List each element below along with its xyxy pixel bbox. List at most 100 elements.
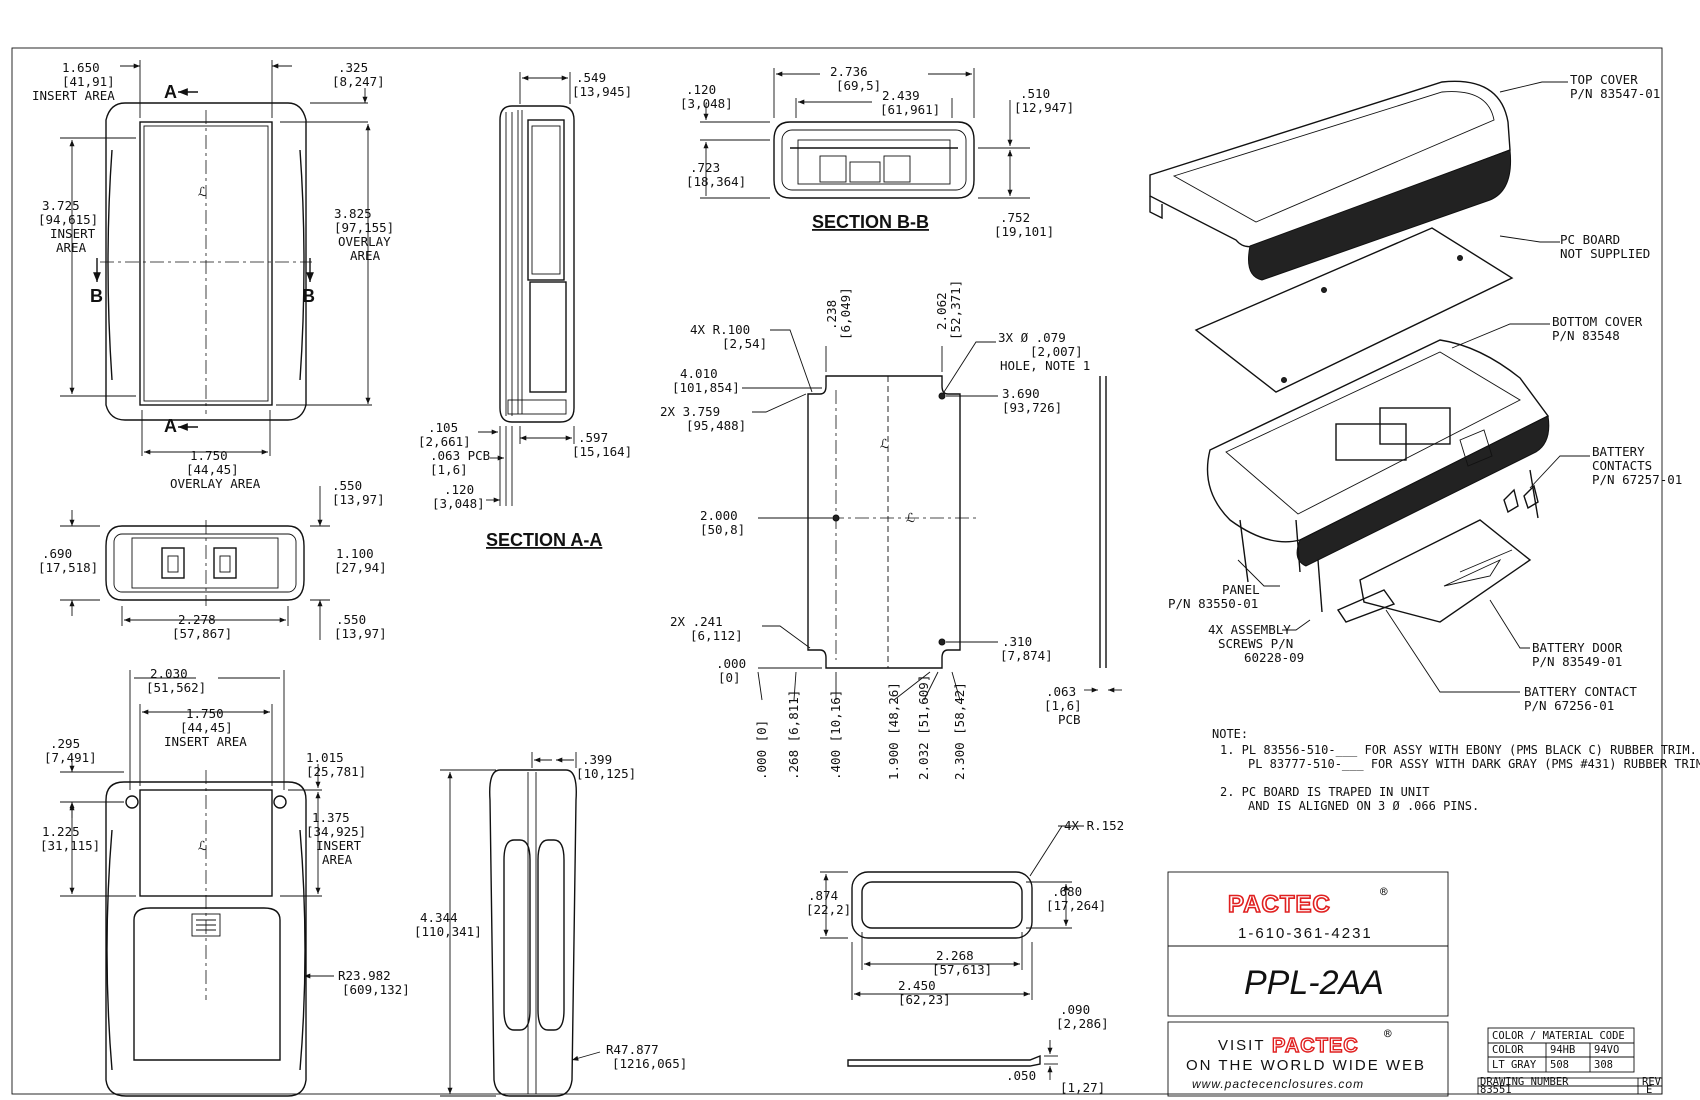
note-1b: PL 83777-510-___ FOR ASSY WITH DARK GRAY… xyxy=(1248,757,1700,771)
pcb-bottom-leader xyxy=(923,671,939,701)
rev-label: REV xyxy=(1642,1076,1662,1088)
color-material-header: COLOR / MATERIAL CODE xyxy=(1492,1030,1625,1042)
drawing-number-label: DRAWING NUMBER xyxy=(1480,1076,1569,1088)
section-bb-view: 2.736 [69,5] 2.439 [61,961] .120 [3,048]… xyxy=(680,64,1074,239)
saa-120-dim: .120 xyxy=(444,482,474,497)
registered-mark: ® xyxy=(1380,884,1388,899)
color-row2-col1: LT GRAY xyxy=(1492,1059,1537,1071)
front-view: ℒ A A B B 1.650 [41,91] INSERT AREA .325… xyxy=(32,60,394,491)
saa-105-dim: .105 xyxy=(428,420,458,435)
end-width-dim: 2.278 xyxy=(178,612,216,627)
panel-2268-dim-metric: [57,613] xyxy=(932,962,992,977)
pcb-radius-dim: 4X R.100 xyxy=(690,322,750,337)
insert-width-dim-metric: [41,91] xyxy=(62,74,115,89)
overlay-height-caption-1: OVERLAY xyxy=(338,234,391,249)
end-right-dim-metric: [27,94] xyxy=(334,560,387,575)
battery-contact-label: BATTERY CONTACT xyxy=(1524,684,1637,699)
saa-pcb-dim-metric: [1,6] xyxy=(430,462,468,477)
screws-label-2: SCREWS P/N xyxy=(1218,636,1293,651)
section-aa-title: SECTION A-A xyxy=(486,530,602,550)
pcb-centerline-mid: ℒ xyxy=(906,510,915,525)
www-caption: ON THE WORLD WIDE WEB xyxy=(1186,1057,1426,1074)
top-right-dim: .325 xyxy=(338,60,368,75)
battery-door-pn: P/N 83549-01 xyxy=(1532,654,1622,669)
phone-number: 1-610-361-4231 xyxy=(1238,925,1373,942)
back-insert-width-dim-metric: [44,45] xyxy=(180,720,233,735)
pcb-bottom-dim: 1.900 [48,26] xyxy=(886,682,901,780)
panel-radius-dim: 4X R.152 xyxy=(1064,818,1124,833)
panel-view: 4X R.152 .874 [22,2] .680 [17,264] 2.268… xyxy=(806,818,1124,1095)
panel-pn: P/N 83550-01 xyxy=(1168,596,1258,611)
pcb-centerline-top: ℒ xyxy=(880,436,889,451)
pcb-2000-dim: 2.000 xyxy=(700,508,738,523)
top-cover-pn: P/N 83547-01 xyxy=(1570,86,1660,101)
note-2b: AND IS ALIGNED ON 3 Ø .066 PINS. xyxy=(1248,799,1479,813)
back-right-top-dim: 1.015 xyxy=(306,750,344,765)
saa-top-dim-metric: [13,945] xyxy=(572,84,632,99)
pcb-000-dim: .000 xyxy=(716,656,746,671)
battery-contacts-label-2: CONTACTS xyxy=(1592,458,1652,473)
pcb-bottom-leader xyxy=(757,671,763,701)
sbb-723-dim: .723 xyxy=(690,160,720,175)
pcb-top-a-dim: .238 xyxy=(824,300,839,330)
end-height-dim: .690 xyxy=(42,546,72,561)
section-aa-view: .549 [13,945] .105 [2,661] .063 PCB [1,6… xyxy=(418,70,632,550)
back-insert-height-dim: 1.375 xyxy=(312,810,350,825)
sbb-width-dim-metric: [69,5] xyxy=(836,78,881,93)
panel-2450-dim-metric: [62,23] xyxy=(898,992,951,1007)
side-top-dim: .399 xyxy=(582,752,612,767)
pcb-3759-dim-metric: [95,488] xyxy=(686,418,746,433)
centerline-mark: ℒ xyxy=(198,184,207,199)
back-radius-dim-metric: [609,132] xyxy=(342,982,410,997)
insert-height-caption-1: INSERT xyxy=(50,226,96,241)
exploded-assembly-view: TOP COVER P/N 83547-01 PC BOARD NOT SUPP… xyxy=(1149,72,1682,713)
section-b-left-label: B xyxy=(90,286,103,306)
saa-105-dim-metric: [2,661] xyxy=(418,434,471,449)
pcb-3690-dim: 3.690 xyxy=(1002,386,1040,401)
battery-contacts-label: BATTERY xyxy=(1592,444,1645,459)
panel-874-dim: .874 xyxy=(808,888,838,903)
panel-2450-dim: 2.450 xyxy=(898,978,936,993)
pcb-310-dim: .310 xyxy=(1002,634,1032,649)
section-b-right-label: B xyxy=(302,286,315,306)
sbb-510-dim-metric: [12,947] xyxy=(1014,100,1074,115)
saa-597-dim: .597 xyxy=(578,430,608,445)
pcb-hole-dim-metric: [2,007] xyxy=(1030,344,1083,359)
panel-874-dim-metric: [22,2] xyxy=(806,902,851,917)
pcb-thickness-dim-metric: [1,6] xyxy=(1044,698,1082,713)
back-left-top-dim-metric: [7,491] xyxy=(44,750,97,765)
overlay-height-dim: 3.825 xyxy=(334,206,372,221)
back-left-mid-dim: 1.225 xyxy=(42,824,80,839)
insert-width-caption: INSERT AREA xyxy=(32,88,115,103)
insert-height-dim-metric: [94,615] xyxy=(38,212,98,227)
pcb-top-a-dim-metric: [6,049] xyxy=(838,287,853,340)
pactec-logo-text: PACTEC xyxy=(1228,891,1331,918)
side-radius-dim: R47.877 xyxy=(606,1042,659,1057)
pcb-bottom-leader xyxy=(893,671,931,701)
pcb-bottom-dim: .268 [6,811] xyxy=(786,690,801,780)
side-view: .399 [10,125] 4.344 [110,341] R47.877 [1… xyxy=(414,752,687,1097)
saa-120-dim-metric: [3,048] xyxy=(432,496,485,511)
pcb-hole-dim: 3X Ø .079 xyxy=(998,330,1066,345)
back-width-dim-metric: [51,562] xyxy=(146,680,206,695)
panel-090-dim: .090 xyxy=(1060,1002,1090,1017)
pcb-bottom-leader xyxy=(951,671,961,701)
overlay-width-caption: OVERLAY AREA xyxy=(170,476,261,491)
back-insert-width-caption: INSERT AREA xyxy=(164,734,247,749)
back-view: ℒ 2.030 [51,562] 1.750 [44,45] INSERT AR… xyxy=(40,666,410,1097)
pactec-logo-small: PACTEC xyxy=(1272,1035,1359,1057)
website-url[interactable]: www.pactecenclosures.com xyxy=(1192,1077,1364,1091)
color-row1-col2: 94HB xyxy=(1550,1044,1575,1056)
insert-height-caption-2: AREA xyxy=(56,240,87,255)
back-insert-height-caption-2: AREA xyxy=(322,852,353,867)
insert-height-dim: 3.725 xyxy=(42,198,80,213)
notes-title: NOTE: xyxy=(1212,727,1248,741)
panel-680-dim-metric: [17,264] xyxy=(1046,898,1106,913)
panel-050-dim-metric-spacer: [1,27] xyxy=(1060,1080,1105,1095)
panel-680-dim: .680 xyxy=(1052,884,1082,899)
saa-597-dim-metric: [15,164] xyxy=(572,444,632,459)
sbb-723-dim-metric: [18,364] xyxy=(686,174,746,189)
screws-label: 4X ASSEMBLY xyxy=(1208,622,1291,637)
note-2a: 2. PC BOARD IS TRAPED IN UNIT xyxy=(1220,785,1430,799)
end-width-dim-metric: [57,867] xyxy=(172,626,232,641)
